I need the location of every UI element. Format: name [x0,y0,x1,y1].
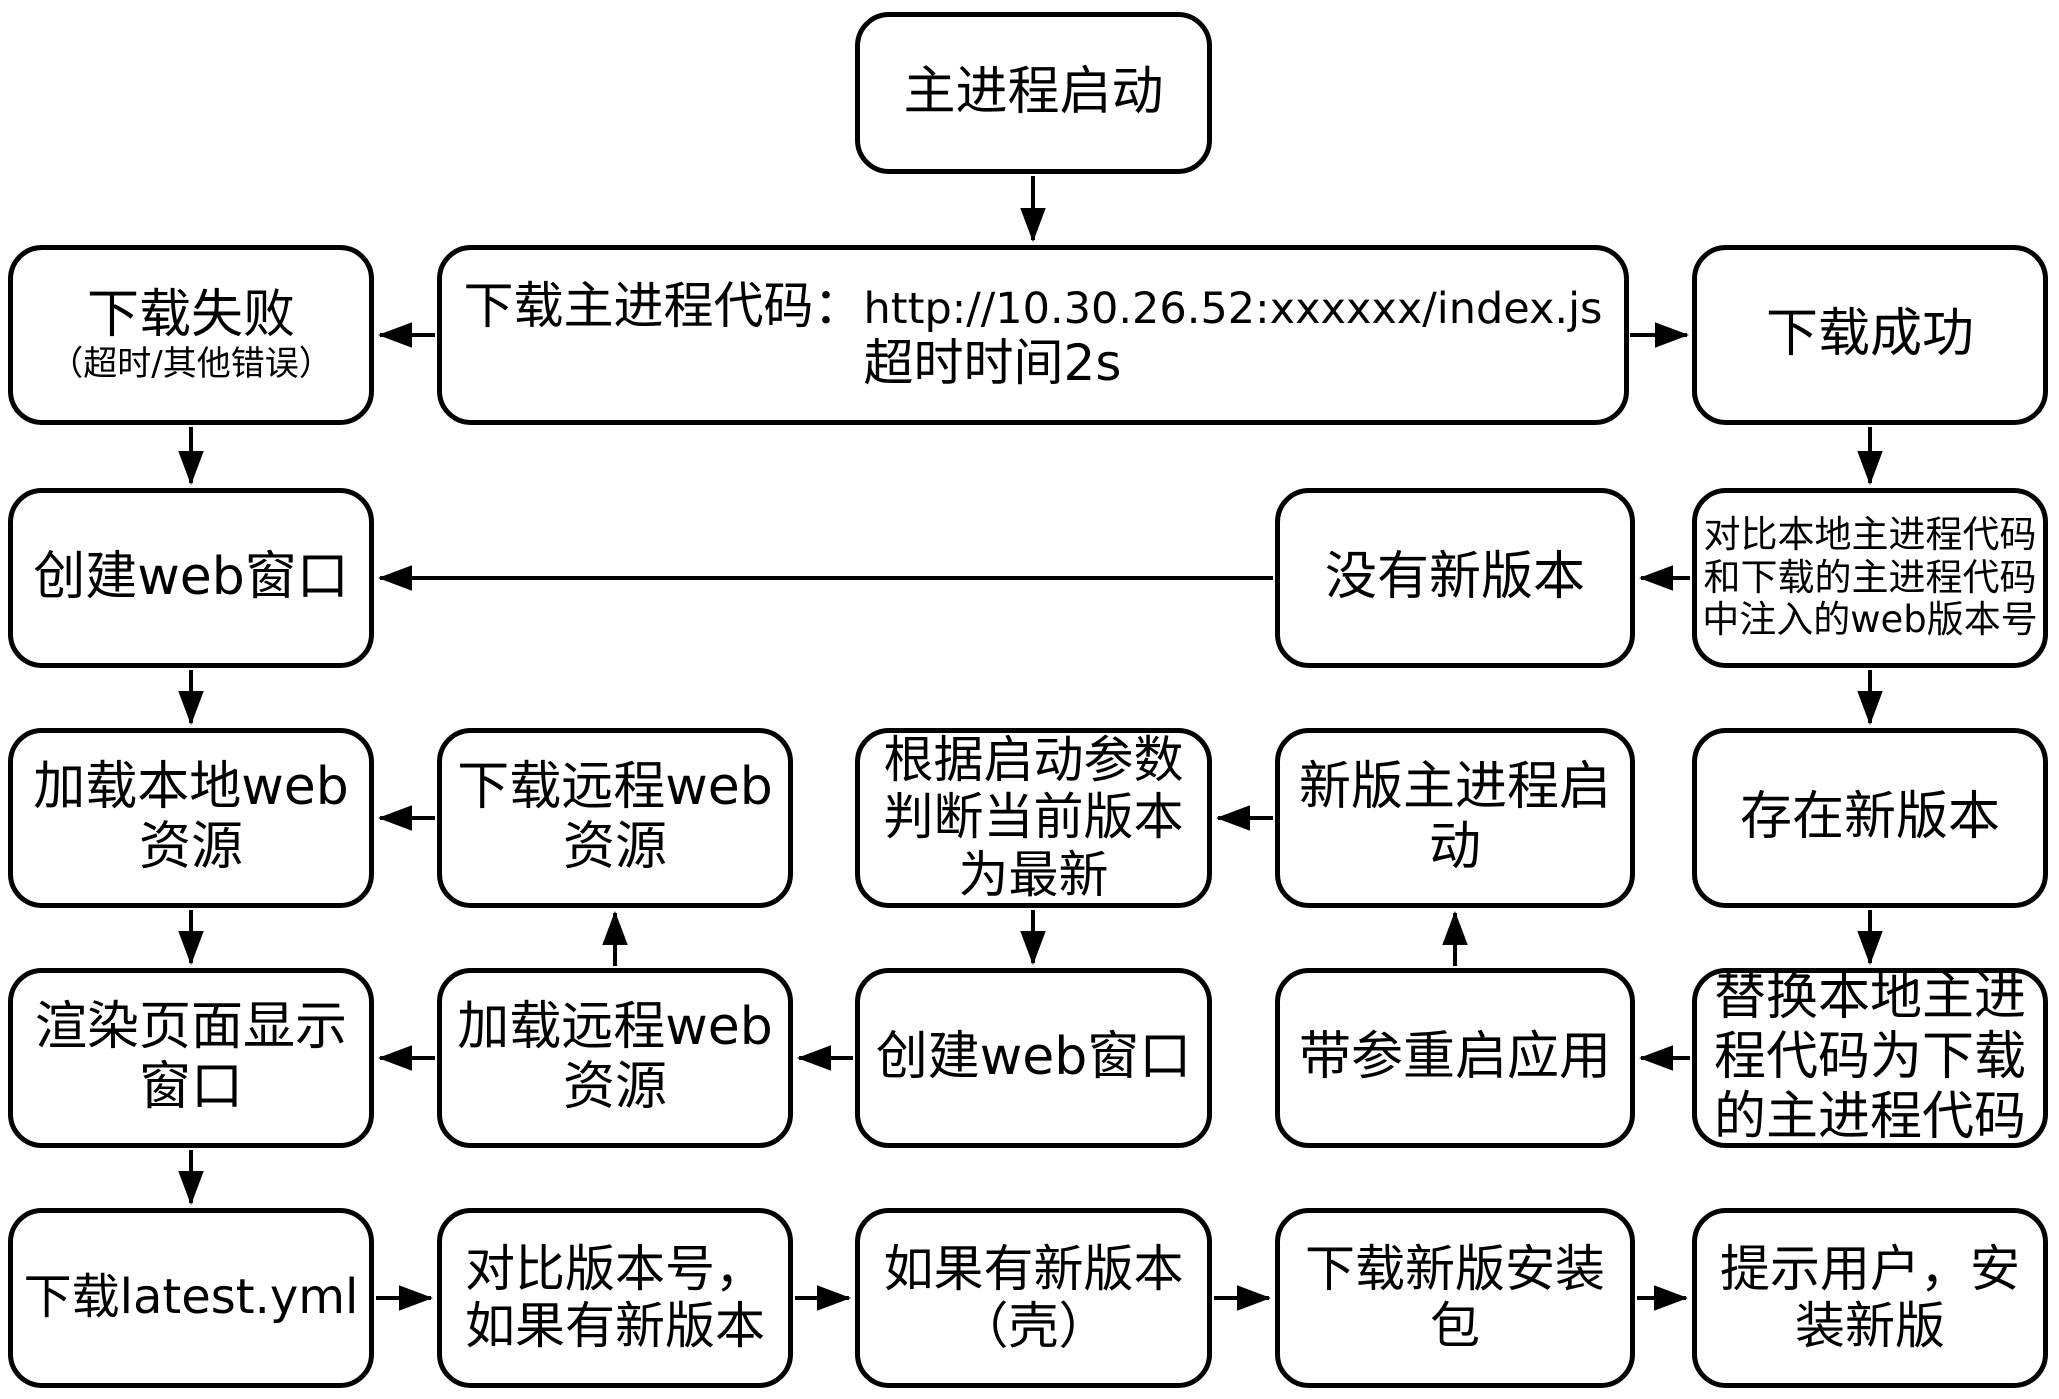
node-load-local-web-line-2: 资源 [138,817,243,877]
node-download-fail-line-1: 下载失败 [86,284,295,345]
node-download-success: 下载成功 [1692,245,2048,425]
node-replace-code-line-1: 替换本地主进 [1713,967,2026,1028]
node-download-installer: 下载新版安装包 [1275,1208,1635,1388]
download-code-timeout: 超时时间2s [863,334,1122,392]
node-create-window-1: 创建web窗口 [8,488,374,668]
node-compare-code-line-3: 中注入的web版本号 [1702,598,2038,642]
node-create-window-2: 创建web窗口 [855,968,1212,1148]
node-no-new-version-line-1: 没有新版本 [1324,547,1585,608]
node-prompt-install: 提示用户，安装新版 [1692,1208,2048,1388]
node-compare-code-line-2: 和下载的主进程代码 [1703,555,2037,599]
node-exist-new-version: 存在新版本 [1692,728,2048,908]
node-restart-with-args-line-1: 带参重启应用 [1298,1027,1611,1088]
node-replace-code-line-3: 的主进程代码 [1713,1086,2026,1147]
node-judge-latest-line-3: 为最新 [958,845,1109,904]
node-no-new-version: 没有新版本 [1275,488,1635,668]
node-download-remote-web-line-2: 资源 [562,817,667,877]
node-create-window-2-line-1: 创建web窗口 [875,1027,1192,1088]
node-compare-code-line-1: 对比本地主进程代码 [1703,513,2037,557]
node-start: 主进程启动 [855,12,1212,174]
node-compare-code: 对比本地主进程代码和下载的主进程代码中注入的web版本号 [1692,488,2048,668]
node-prompt-install-line-1: 提示用户，安 [1720,1239,2020,1298]
node-render-page-line-1: 渲染页面显示 [34,997,347,1058]
node-new-main-start: 新版主进程启动 [1275,728,1635,908]
node-download-latest-yml: 下载latest.yml [8,1208,374,1388]
download-code-url: http://10.30.26.52:xxxxxx/index.js [863,283,1603,334]
node-load-remote-web-line-2: 资源 [562,1057,667,1117]
node-exist-new-version-line-1: 存在新版本 [1739,787,2000,848]
node-compare-version-line-1: 对比版本号， [465,1239,765,1298]
node-restart-with-args: 带参重启应用 [1275,968,1635,1148]
node-replace-code: 替换本地主进程代码为下载的主进程代码 [1692,968,2048,1148]
node-if-new-shell-line-2: （壳） [958,1297,1109,1355]
node-load-local-web-line-1: 加载本地web [33,757,349,818]
node-if-new-shell-line-1: 如果有新版本 [883,1239,1184,1298]
node-new-main-start-line-2: 动 [1428,817,1481,877]
node-start-line-1: 主进程启动 [903,62,1164,123]
node-new-main-start-line-1: 新版主进程启 [1298,757,1611,818]
node-prompt-install-line-2: 装新版 [1795,1297,1945,1355]
node-create-window-1-line-1: 创建web窗口 [33,547,349,608]
node-compare-version: 对比版本号，如果有新版本 [437,1208,793,1388]
node-judge-latest: 根据启动参数判断当前版本为最新 [855,728,1212,908]
node-download-code: 下载主进程代码：http://10.30.26.52:xxxxxx/index.… [437,245,1629,425]
node-render-page: 渲染页面显示窗口 [8,968,374,1148]
node-replace-code-line-2: 程代码为下载 [1713,1027,2026,1088]
edge-group [178,176,1883,1311]
node-judge-latest-line-1: 根据启动参数 [883,730,1184,789]
download-code-label: 下载主进程代码： [463,276,864,335]
node-download-fail: 下载失败（超时/其他错误） [8,245,374,425]
node-download-installer-line-1: 下载新版安装 [1305,1239,1605,1298]
node-compare-version-line-2: 如果有新版本 [465,1297,765,1355]
node-judge-latest-line-2: 判断当前版本 [883,788,1184,847]
node-load-remote-web-line-1: 加载远程web [457,997,773,1058]
node-download-success-line-1: 下载成功 [1765,304,1974,365]
node-render-page-line-2: 窗口 [138,1057,243,1117]
node-download-fail-line-2: （超时/其他错误） [49,344,333,385]
node-if-new-shell: 如果有新版本（壳） [855,1208,1212,1388]
node-download-latest-yml-line-1: 下载latest.yml [23,1269,359,1326]
node-download-installer-line-2: 包 [1430,1297,1480,1355]
node-download-remote-web-line-1: 下载远程web [457,757,773,818]
